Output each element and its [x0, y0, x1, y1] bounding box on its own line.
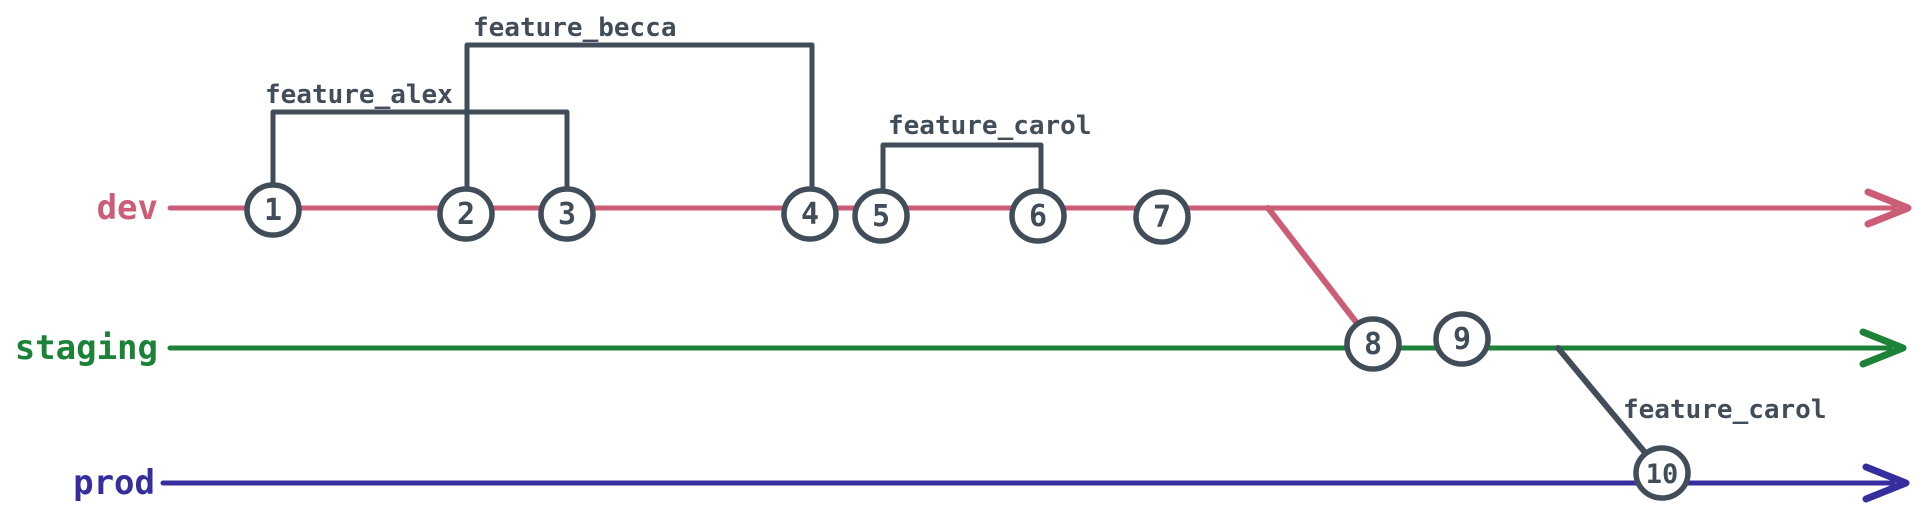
commit-number-10: 10 [1646, 459, 1679, 490]
commit-node-5 [852, 188, 910, 244]
staging-arrowhead-icon [1859, 328, 1907, 368]
commit-node-4 [781, 186, 839, 242]
branch-label-prod: prod [73, 463, 155, 503]
commit-number-1: 1 [264, 193, 282, 228]
feature-branch-label-feature_becca: feature_becca [473, 13, 677, 43]
commit-node-1 [244, 182, 302, 238]
commit-node-9 [1433, 311, 1491, 367]
commit-number-6: 6 [1029, 199, 1047, 234]
prod-arrowhead-icon [1862, 463, 1910, 503]
feature-branch-label-feature_carol: feature_carol [888, 111, 1092, 141]
commit-number-4: 4 [801, 197, 819, 232]
merge-line-dev-to-staging [1265, 205, 1376, 347]
commit-node-2 [437, 186, 495, 242]
commit-node-3 [538, 186, 596, 242]
feature-branch-label-staging-to-prod: feature_carol [1623, 395, 1827, 425]
commit-node-8 [1344, 316, 1402, 372]
feature-branch-bracket-feature_becca [464, 42, 815, 193]
dev-arrowhead-icon [1864, 188, 1912, 228]
commit-node-6 [1009, 188, 1067, 244]
branch-label-staging: staging [15, 328, 158, 368]
commit-number-5: 5 [872, 199, 890, 234]
commit-number-7: 7 [1153, 200, 1171, 235]
commit-number-9: 9 [1453, 322, 1471, 357]
feature-branch-bracket-feature_carol [880, 142, 1044, 195]
feature-branch-bracket-feature_alex [270, 109, 570, 191]
commit-number-3: 3 [558, 197, 576, 232]
commit-node-10 [1633, 445, 1691, 501]
feature-branch-label-feature_alex: feature_alex [265, 80, 453, 110]
commit-node-7 [1133, 189, 1191, 245]
commit-number-8: 8 [1364, 327, 1382, 362]
commit-number-2: 2 [457, 197, 475, 232]
branch-label-dev: dev [97, 188, 158, 228]
